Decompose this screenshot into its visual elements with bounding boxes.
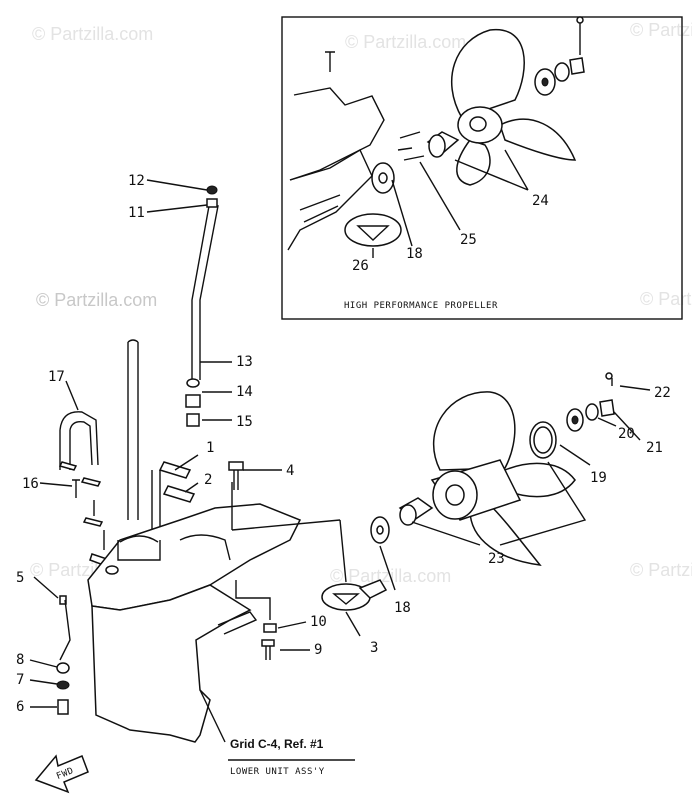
callout-6: 6 — [16, 699, 24, 715]
watermark: © Partzilla.com — [630, 560, 692, 580]
callout-22: 22 — [654, 385, 671, 401]
callout-21: 21 — [646, 440, 663, 456]
inset-frame — [281, 16, 683, 320]
callout-7: 7 — [16, 672, 24, 688]
fwd-arrow-icon: FWD — [34, 754, 89, 794]
watermark: © Partzilla.com — [36, 290, 157, 310]
assembly-title: LOWER UNIT ASS'Y — [230, 767, 325, 777]
callout-16: 16 — [22, 476, 39, 492]
callout-26: 26 — [352, 258, 369, 274]
callout-11: 11 — [128, 205, 145, 221]
inset-high-performance-propeller: 24 25 18 26 HIGH PERFORMANCE PROPELLER — [281, 16, 683, 320]
high-performance-propeller — [450, 29, 577, 186]
callout-15: 15 — [236, 414, 253, 430]
callout-19: 19 — [590, 470, 607, 486]
callout-20: 20 — [618, 426, 635, 442]
callout-3: 3 — [370, 640, 378, 656]
callout-4: 4 — [286, 463, 294, 479]
lower-unit-assembly — [29, 179, 651, 761]
callout-12: 12 — [128, 173, 145, 189]
callout-9: 9 — [314, 642, 322, 658]
callout-13: 13 — [236, 354, 253, 370]
callout-14: 14 — [236, 384, 253, 400]
callout-1: 1 — [206, 440, 214, 456]
callout-18: 18 — [406, 246, 423, 262]
grid-reference: Grid C-4, Ref. #1 — [230, 737, 324, 751]
watermark: © Partzilla.com — [640, 289, 692, 309]
callout-8: 8 — [16, 652, 24, 668]
inset-caption: HIGH PERFORMANCE PROPELLER — [344, 301, 498, 311]
watermark: © Partzilla.com — [32, 24, 153, 44]
watermark: © Partzilla.com — [630, 20, 692, 40]
callout-5: 5 — [16, 570, 24, 586]
callout-24: 24 — [532, 193, 549, 209]
callout-2: 2 — [204, 472, 212, 488]
callout-23: 23 — [488, 551, 505, 567]
watermark: © Partzilla.com — [345, 32, 466, 52]
propeller — [430, 391, 576, 566]
callout-18: 18 — [394, 600, 411, 616]
callout-17: 17 — [48, 369, 65, 385]
callout-10: 10 — [310, 614, 327, 630]
callout-25: 25 — [460, 232, 477, 248]
